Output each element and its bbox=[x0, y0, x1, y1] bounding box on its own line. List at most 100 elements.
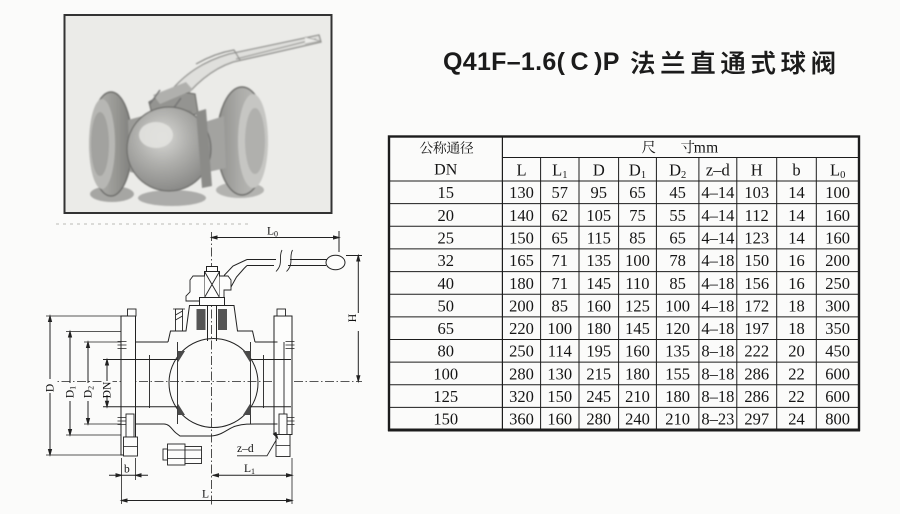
svg-text:8–23: 8–23 bbox=[701, 410, 734, 429]
svg-text:H: H bbox=[751, 160, 763, 179]
svg-text:135: 135 bbox=[665, 342, 690, 361]
svg-text:71: 71 bbox=[552, 274, 569, 293]
svg-text:25: 25 bbox=[437, 229, 454, 248]
svg-text:165: 165 bbox=[509, 251, 534, 270]
svg-text:85: 85 bbox=[669, 274, 686, 293]
svg-text:4–18: 4–18 bbox=[701, 274, 734, 293]
svg-text:b: b bbox=[124, 464, 130, 476]
svg-text:H: H bbox=[345, 313, 359, 322]
svg-text:800: 800 bbox=[825, 410, 850, 429]
svg-text:L: L bbox=[202, 489, 209, 501]
svg-text:L1: L1 bbox=[552, 160, 567, 181]
svg-text:4–14: 4–14 bbox=[701, 229, 734, 248]
svg-text:180: 180 bbox=[509, 274, 534, 293]
svg-text:130: 130 bbox=[547, 364, 572, 383]
svg-text:160: 160 bbox=[825, 229, 850, 248]
svg-text:100: 100 bbox=[433, 364, 458, 383]
svg-text:286: 286 bbox=[744, 364, 769, 383]
svg-text:120: 120 bbox=[665, 319, 690, 338]
svg-text:360: 360 bbox=[509, 410, 534, 429]
svg-text:350: 350 bbox=[825, 319, 850, 338]
svg-text:100: 100 bbox=[625, 251, 650, 270]
svg-text:DN: DN bbox=[434, 161, 458, 178]
svg-text:286: 286 bbox=[744, 387, 769, 406]
svg-text:240: 240 bbox=[625, 410, 650, 429]
svg-text:L0: L0 bbox=[267, 226, 278, 239]
svg-text:250: 250 bbox=[825, 274, 850, 293]
svg-text:14: 14 bbox=[788, 229, 805, 248]
svg-text:210: 210 bbox=[665, 410, 690, 429]
svg-text:16: 16 bbox=[788, 274, 805, 293]
svg-text:85: 85 bbox=[552, 296, 569, 315]
svg-text:297: 297 bbox=[744, 410, 769, 429]
svg-text:4–18: 4–18 bbox=[701, 296, 734, 315]
svg-text:145: 145 bbox=[586, 274, 611, 293]
svg-text:150: 150 bbox=[547, 387, 572, 406]
svg-text:156: 156 bbox=[744, 274, 769, 293]
svg-text:L0: L0 bbox=[830, 160, 845, 181]
svg-text:450: 450 bbox=[825, 342, 850, 361]
svg-text:160: 160 bbox=[625, 342, 650, 361]
svg-text:D2: D2 bbox=[669, 160, 686, 181]
svg-text:600: 600 bbox=[825, 387, 850, 406]
svg-text:57: 57 bbox=[552, 183, 569, 202]
svg-text:250: 250 bbox=[509, 342, 534, 361]
svg-text:210: 210 bbox=[625, 387, 650, 406]
svg-text:245: 245 bbox=[586, 387, 611, 406]
svg-text:100: 100 bbox=[547, 319, 572, 338]
svg-text:32: 32 bbox=[437, 251, 454, 270]
svg-text:320: 320 bbox=[509, 387, 534, 406]
svg-text:280: 280 bbox=[509, 364, 534, 383]
svg-text:20: 20 bbox=[437, 206, 454, 225]
svg-text:24: 24 bbox=[788, 410, 805, 429]
svg-text:103: 103 bbox=[744, 183, 769, 202]
svg-text:75: 75 bbox=[629, 206, 646, 225]
svg-text:140: 140 bbox=[509, 206, 534, 225]
svg-text:65: 65 bbox=[669, 229, 686, 248]
svg-text:D: D bbox=[593, 160, 605, 179]
svg-text:55: 55 bbox=[669, 206, 686, 225]
svg-text:D1: D1 bbox=[65, 386, 78, 398]
svg-text:130: 130 bbox=[509, 183, 534, 202]
svg-text:600: 600 bbox=[825, 364, 850, 383]
svg-text:D: D bbox=[45, 384, 57, 392]
svg-text:4–18: 4–18 bbox=[701, 251, 734, 270]
svg-text:L: L bbox=[516, 160, 526, 179]
svg-text:160: 160 bbox=[586, 296, 611, 315]
svg-text:z–d: z–d bbox=[237, 443, 254, 455]
svg-text:4–18: 4–18 bbox=[701, 319, 734, 338]
svg-text:160: 160 bbox=[825, 206, 850, 225]
svg-text:85: 85 bbox=[629, 229, 646, 248]
svg-text:65: 65 bbox=[552, 229, 569, 248]
svg-text:200: 200 bbox=[509, 296, 534, 315]
svg-text:150: 150 bbox=[509, 229, 534, 248]
svg-text:8–18: 8–18 bbox=[701, 387, 734, 406]
svg-text:L1: L1 bbox=[244, 463, 255, 476]
svg-text:14: 14 bbox=[788, 206, 805, 225]
svg-text:22: 22 bbox=[788, 364, 805, 383]
svg-text:195: 195 bbox=[586, 342, 611, 361]
svg-text:16: 16 bbox=[788, 251, 805, 270]
svg-text:172: 172 bbox=[744, 296, 769, 315]
svg-text:50: 50 bbox=[437, 296, 454, 315]
svg-text:DN: DN bbox=[102, 381, 114, 398]
svg-text:95: 95 bbox=[591, 183, 608, 202]
svg-text:20: 20 bbox=[788, 342, 805, 361]
svg-text:125: 125 bbox=[625, 296, 650, 315]
svg-text:65: 65 bbox=[629, 183, 646, 202]
svg-text:180: 180 bbox=[625, 364, 650, 383]
svg-text:62: 62 bbox=[552, 206, 569, 225]
svg-text:40: 40 bbox=[437, 274, 454, 293]
svg-text:18: 18 bbox=[788, 319, 805, 338]
svg-text:4–14: 4–14 bbox=[701, 183, 734, 202]
svg-text:220: 220 bbox=[509, 319, 534, 338]
svg-text:180: 180 bbox=[665, 387, 690, 406]
svg-text:mm: mm bbox=[694, 139, 719, 156]
svg-text:197: 197 bbox=[744, 319, 769, 338]
svg-text:112: 112 bbox=[745, 206, 769, 225]
svg-text:123: 123 bbox=[744, 229, 769, 248]
svg-text:80: 80 bbox=[437, 342, 454, 361]
svg-text:45: 45 bbox=[669, 183, 686, 202]
svg-text:D2: D2 bbox=[83, 386, 96, 398]
svg-text:100: 100 bbox=[825, 183, 850, 202]
